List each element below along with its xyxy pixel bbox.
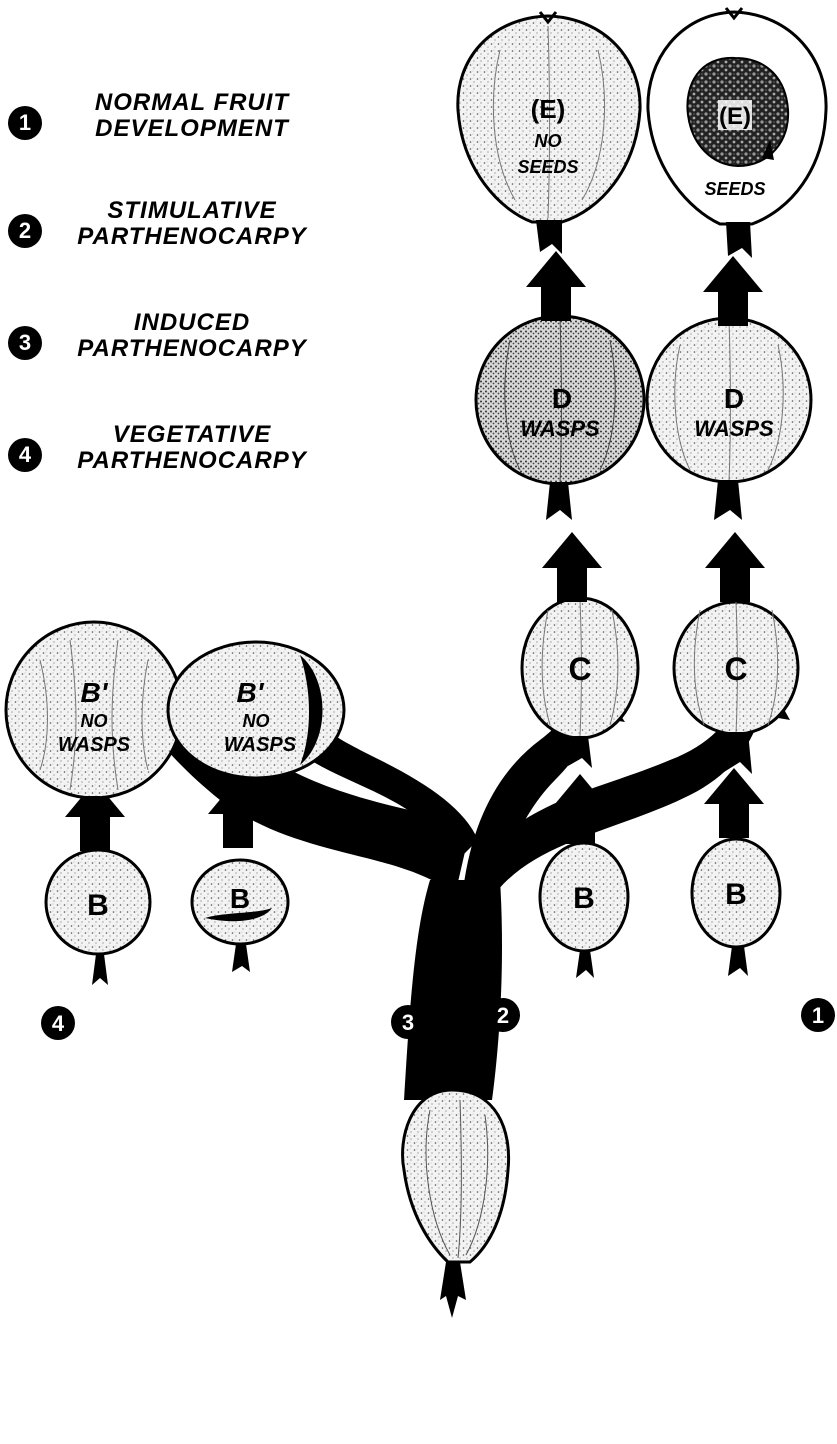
fruit-col1-d-line2: WASPS [694, 416, 774, 441]
fruit-col1-c: C [674, 602, 798, 774]
fruit-col3-bprime-line3: WASPS [224, 734, 297, 756]
fruit-col2-e-line3: SEEDS [517, 157, 578, 177]
trunk-arrow-body [404, 880, 502, 1100]
path-marker-3-label: 3 [402, 1010, 414, 1035]
fruit-col1-e-line2: SEEDS [704, 179, 765, 199]
path-marker-2-label: 2 [497, 1003, 509, 1028]
fruit-col2-d-label: D [552, 383, 572, 414]
path-marker-1: 1 [801, 998, 835, 1032]
fruit-col2-c-label: C [568, 651, 591, 687]
fruit-col1-d-label: D [724, 383, 744, 414]
fruit-col2-d-line2: WASPS [520, 416, 600, 441]
fruit-col4-b-label: B [87, 889, 109, 922]
path-marker-3: 3 [391, 1005, 425, 1039]
fruit-base [403, 1090, 509, 1318]
fruit-col1-e-label: (E) [719, 103, 751, 130]
path-marker-4-label: 4 [52, 1011, 65, 1036]
path-marker-4: 4 [41, 1006, 75, 1040]
fruit-col2-e: (E) NO SEEDS [458, 12, 640, 254]
fruit-col1-b-label: B [725, 878, 747, 911]
path-marker-2: 2 [486, 998, 520, 1032]
fruit-col2-e-line2: NO [535, 131, 562, 151]
arrow-col2-d-to-e [526, 251, 586, 321]
fruit-col3-bprime-label: B' [237, 677, 265, 708]
fruit-col2-b-label: B [573, 882, 595, 915]
fruit-col1-c-label: C [724, 651, 747, 687]
fruit-col1-b: B [692, 839, 780, 976]
fruit-col4-bprime-line2: NO [81, 711, 108, 731]
path-marker-1-label: 1 [812, 1003, 824, 1028]
fruit-col2-b: B [540, 843, 628, 978]
fruit-col4-b: B [46, 850, 150, 985]
fruit-col2-e-label: (E) [531, 94, 566, 124]
arrow-col1-d-to-e [703, 256, 763, 326]
fruit-col3-b: B [192, 860, 288, 972]
fruit-col1-e: (E) SEEDS [648, 8, 826, 258]
fruit-col1-d: D WASPS [647, 318, 811, 520]
fruit-col4-bprime: B' NO WASPS [6, 622, 182, 830]
arrow-col1-c-to-d [705, 532, 765, 602]
arrow-col2-c-to-d [542, 532, 602, 602]
fruit-col2-d: D WASPS [476, 316, 644, 520]
fruit-col3-bprime-line2: NO [243, 711, 270, 731]
fruit-col3-b-label: B [230, 883, 250, 914]
fruit-col4-bprime-label: B' [81, 677, 109, 708]
fruit-col4-bprime-line3: WASPS [58, 734, 131, 756]
